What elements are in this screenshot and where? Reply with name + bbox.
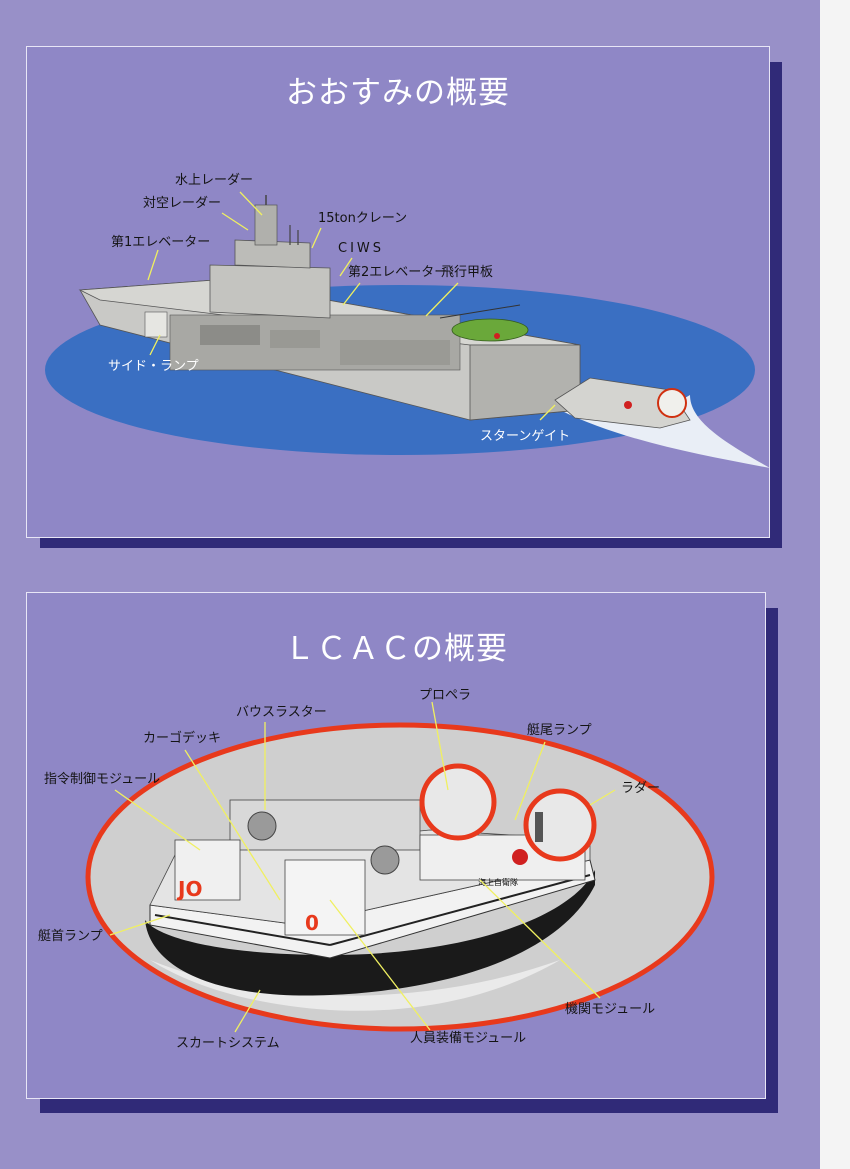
label-stern-gate: スターンゲイト (480, 429, 570, 444)
label-ciws: CIWS (338, 241, 384, 256)
lcac-craft: JO 0 海上自衛隊 (145, 763, 597, 996)
label-rudder: ラダー (621, 781, 660, 796)
label-surface-radar: 水上レーダー (175, 173, 253, 188)
water-swirl (150, 960, 560, 1011)
label-bow-ramp: 艇首ランプ (38, 929, 103, 944)
osumi-leader-lines (147, 191, 556, 421)
osumi-ship (78, 195, 691, 429)
helicopter (451, 318, 529, 342)
page-right-edge (820, 0, 850, 1169)
ship-name: 海上自衛隊 (478, 877, 518, 887)
label-skirt-system: スカートシステム (176, 1036, 280, 1051)
label-crane: 15tonクレーン (318, 211, 407, 226)
label-stern-ramp: 艇尾ランプ (527, 723, 592, 738)
label-deckhouse-thruster: バウスラスター (236, 705, 327, 720)
label-flight-deck: 飛行甲板 (441, 265, 493, 280)
label-crew-module: 人員装備モジュール (410, 1030, 526, 1046)
label-cargo-deck: カーゴデッキ (143, 730, 221, 746)
label-elevator1: 第1エレベーター (111, 235, 210, 250)
label-command-module: 指令制御モジュール (44, 772, 160, 787)
label-air-radar: 対空レーダー (143, 196, 221, 211)
label-elevator2: 第2エレベーター (348, 265, 447, 280)
label-engine-module: 機関モジュール (565, 1002, 655, 1017)
label-side-ramp: サイド・ランプ (108, 359, 199, 374)
bow-number: JO (176, 877, 202, 901)
osumi-panel-title: おおすみの概要 (286, 75, 510, 111)
side-number: 0 (305, 911, 319, 935)
label-propeller: プロペラ (419, 688, 471, 703)
lcac-leader-lines (109, 701, 616, 1033)
lcac-panel-title: ＬＣＡＣの概要 (284, 631, 508, 667)
